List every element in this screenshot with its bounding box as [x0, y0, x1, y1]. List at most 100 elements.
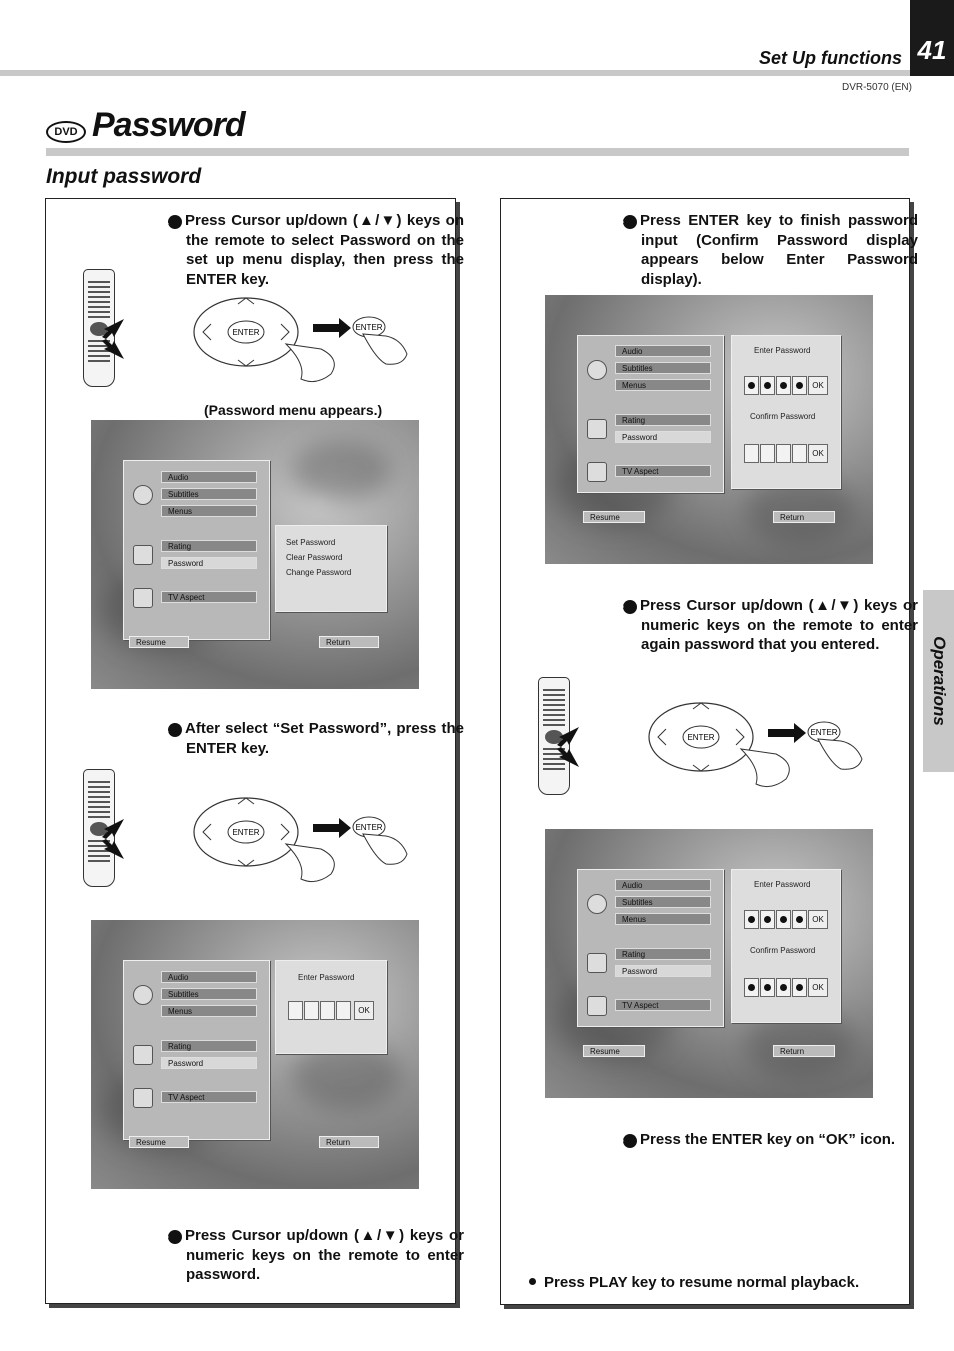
password-digit-2[interactable]: [760, 910, 775, 929]
password-digit-4[interactable]: [792, 910, 807, 929]
menu-audio[interactable]: Audio: [161, 471, 257, 483]
password-digit-2[interactable]: [304, 1001, 319, 1020]
menu-menus[interactable]: Menus: [615, 379, 711, 391]
menu-audio[interactable]: Audio: [615, 879, 711, 891]
password-digit-1[interactable]: [288, 1001, 303, 1020]
cursor-pad-icon: ENTER ENTER: [648, 702, 863, 788]
cursor-pad-icon: ENTER ENTER: [193, 797, 408, 883]
remote-control-icon: [538, 677, 570, 795]
svg-text:ENTER: ENTER: [687, 733, 714, 742]
side-tab-label: Operations: [929, 636, 949, 726]
password-digit-4[interactable]: [792, 376, 807, 395]
enter-password-label: Enter Password: [754, 880, 811, 889]
password-digit-3[interactable]: [320, 1001, 335, 1020]
confirm-digit-4[interactable]: [792, 978, 807, 997]
side-tab: Operations: [923, 590, 954, 772]
confirm-digit-1[interactable]: [744, 444, 759, 463]
dvd-badge: DVD: [46, 121, 86, 143]
svg-text:ENTER: ENTER: [355, 323, 382, 332]
confirm-ok-button[interactable]: OK: [808, 444, 828, 463]
menu-password[interactable]: Password: [615, 965, 711, 977]
osd-screen-2: Audio Subtitles Menus Rating Password TV…: [91, 920, 419, 1189]
step-number: 4: [618, 215, 637, 229]
password-digit-1[interactable]: [744, 910, 759, 929]
audio-settings-icon: [133, 985, 153, 1005]
menu-subtitles[interactable]: Subtitles: [161, 488, 257, 500]
step-number: 3: [163, 1230, 182, 1244]
step-text: Press Cursor up/down (▲/▼) keys or numer…: [185, 1227, 464, 1283]
osd-screen-1: Audio Subtitles Menus Rating Password TV…: [91, 420, 419, 689]
ok-button[interactable]: OK: [354, 1001, 374, 1020]
tv-icon: [587, 462, 607, 482]
pointer-arrows-icon: [557, 727, 579, 767]
resume-button[interactable]: Resume: [129, 1136, 189, 1148]
ok-button[interactable]: OK: [808, 376, 828, 395]
menu-subtitles[interactable]: Subtitles: [161, 988, 257, 1000]
svg-text:ENTER: ENTER: [355, 823, 382, 832]
submenu-clear-password[interactable]: Clear Password: [286, 553, 343, 562]
menu-menus[interactable]: Menus: [161, 505, 257, 517]
menu-subtitles[interactable]: Subtitles: [615, 362, 711, 374]
confirm-digit-2[interactable]: [760, 444, 775, 463]
pointer-arrows-icon: [102, 319, 124, 359]
ok-button[interactable]: OK: [808, 910, 828, 929]
confirm-password-label: Confirm Password: [750, 412, 816, 421]
menu-tv-aspect[interactable]: TV Aspect: [615, 999, 711, 1011]
submenu-set-password[interactable]: Set Password: [286, 538, 336, 547]
menu-password[interactable]: Password: [615, 431, 711, 443]
title-rule: [46, 148, 909, 156]
password-digit-4[interactable]: [336, 1001, 351, 1020]
confirm-digit-3[interactable]: [776, 978, 791, 997]
resume-button[interactable]: Resume: [583, 511, 645, 523]
enter-password-panel: Enter Password OK: [275, 960, 387, 1054]
step-number: 2: [163, 723, 182, 737]
password-digit-3[interactable]: [776, 376, 791, 395]
confirm-ok-button[interactable]: OK: [808, 978, 828, 997]
confirm-digit-3[interactable]: [776, 444, 791, 463]
section-subtitle: Input password: [46, 165, 202, 188]
menu-rating[interactable]: Rating: [161, 540, 257, 552]
menu-rating[interactable]: Rating: [615, 948, 711, 960]
menu-tv-aspect[interactable]: TV Aspect: [161, 591, 257, 603]
audio-settings-icon: [587, 360, 607, 380]
return-button[interactable]: Return: [773, 511, 835, 523]
menu-tv-aspect[interactable]: TV Aspect: [161, 1091, 257, 1103]
lock-icon: [587, 419, 607, 439]
bullet-text: Press PLAY key to resume normal playback…: [544, 1274, 860, 1291]
confirm-digit-1[interactable]: [744, 978, 759, 997]
password-entry-panel: Enter Password OK Confirm Password OK: [731, 335, 841, 489]
lock-icon: [133, 545, 153, 565]
return-button[interactable]: Return: [319, 636, 379, 648]
confirm-digit-2[interactable]: [760, 978, 775, 997]
submenu-change-password[interactable]: Change Password: [286, 568, 352, 577]
menu-audio[interactable]: Audio: [615, 345, 711, 357]
password-digit-3[interactable]: [776, 910, 791, 929]
bullet-icon: [529, 1278, 536, 1285]
menu-tv-aspect[interactable]: TV Aspect: [615, 465, 711, 477]
return-button[interactable]: Return: [773, 1045, 835, 1057]
menu-password[interactable]: Password: [161, 1057, 257, 1069]
tv-icon: [587, 996, 607, 1016]
menu-rating[interactable]: Rating: [161, 1040, 257, 1052]
svg-text:ENTER: ENTER: [232, 828, 259, 837]
password-digit-1[interactable]: [744, 376, 759, 395]
menu-menus[interactable]: Menus: [615, 913, 711, 925]
password-submenu: Set Password Clear Password Change Passw…: [275, 525, 387, 612]
menu-menus[interactable]: Menus: [161, 1005, 257, 1017]
password-digit-2[interactable]: [760, 376, 775, 395]
tv-icon: [133, 588, 153, 608]
menu-subtitles[interactable]: Subtitles: [615, 896, 711, 908]
page-title: Password: [92, 106, 246, 144]
resume-button[interactable]: Resume: [129, 636, 189, 648]
menu-password[interactable]: Password: [161, 557, 257, 569]
confirm-digit-4[interactable]: [792, 444, 807, 463]
menu-audio[interactable]: Audio: [161, 971, 257, 983]
return-button[interactable]: Return: [319, 1136, 379, 1148]
resume-button[interactable]: Resume: [583, 1045, 645, 1057]
svg-text:ENTER: ENTER: [232, 328, 259, 337]
menu-rating[interactable]: Rating: [615, 414, 711, 426]
step-text: After select “Set Password”, press the E…: [185, 720, 464, 757]
